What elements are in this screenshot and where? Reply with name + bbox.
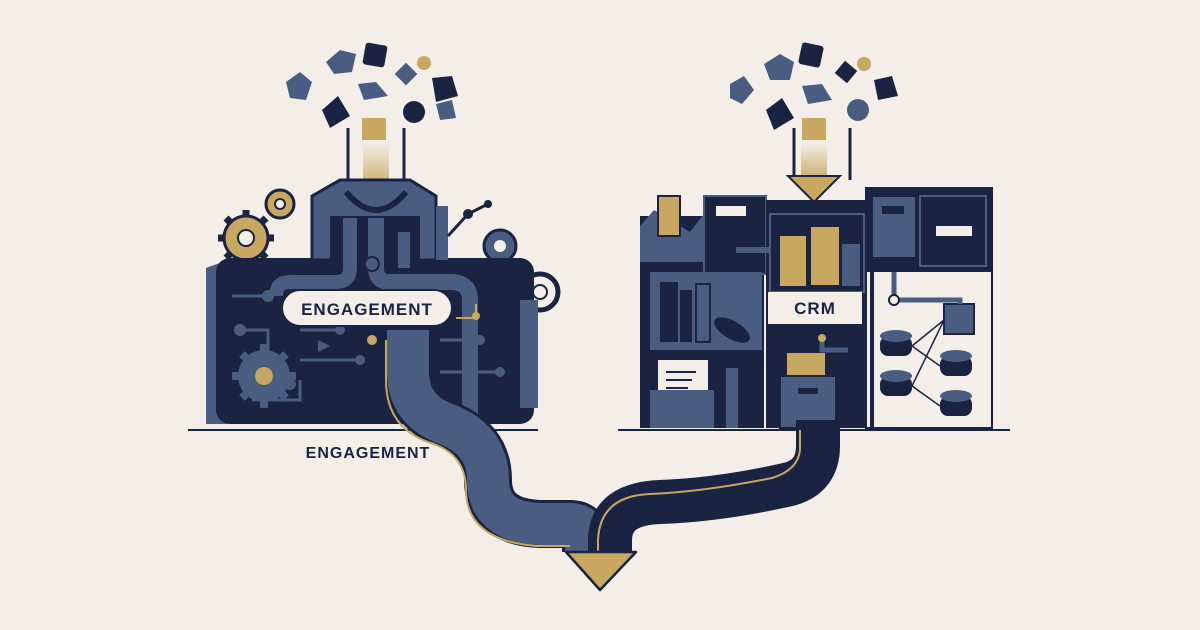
crm-label-box	[768, 292, 862, 324]
gear-icon	[482, 228, 518, 264]
database-icon	[880, 330, 972, 416]
output-down-arrow-icon	[564, 550, 638, 592]
gear-icon	[264, 188, 296, 220]
crm-label: CRM	[794, 299, 836, 318]
merge-pipes	[384, 330, 840, 552]
right-input-arrow-icon	[785, 128, 852, 204]
right-falling-shapes-icon	[730, 42, 898, 140]
gear-icon	[218, 210, 274, 266]
engagement-caption: ENGAGEMENT	[306, 445, 431, 462]
right-filing-system-icon	[640, 187, 993, 429]
left-falling-shapes-icon	[286, 42, 458, 140]
engagement-pill-label: ENGAGEMENT	[301, 300, 433, 319]
gear-icon	[232, 344, 296, 408]
engagement-pill	[281, 289, 453, 327]
